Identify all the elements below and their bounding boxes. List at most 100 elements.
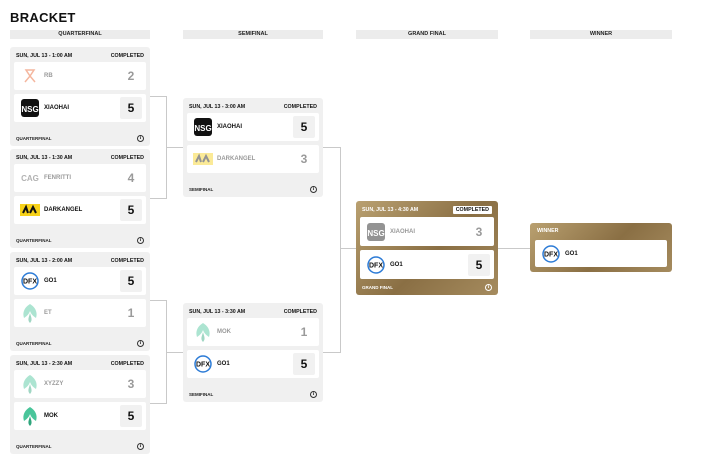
navi-logo-icon bbox=[19, 199, 41, 221]
match-date: SUN, JUL 13 - 2:00 AM bbox=[16, 257, 73, 264]
team-name: GO1 bbox=[390, 261, 403, 268]
round-header-winner: WINNER bbox=[530, 30, 672, 39]
team-name: FENRITTI bbox=[44, 175, 71, 181]
team-name: GO1 bbox=[565, 250, 578, 257]
round-header-grand-final: GRAND FINAL bbox=[356, 30, 498, 39]
match-card-qf2[interactable]: SUN, JUL 13 - 1:30 AM COMPLETED FENRITTI… bbox=[10, 149, 150, 248]
team-score: 5 bbox=[293, 353, 315, 375]
connector-line bbox=[340, 147, 341, 353]
connector-line bbox=[150, 403, 166, 404]
team-row-go1[interactable]: GO1 5 bbox=[187, 350, 319, 378]
team-row-go1[interactable]: GO1 5 bbox=[360, 250, 494, 279]
team-row-rb[interactable]: RB 2 bbox=[14, 62, 146, 90]
team-row-mok[interactable]: MOK 5 bbox=[14, 402, 146, 430]
cag-logo-icon bbox=[19, 167, 41, 189]
info-icon[interactable]: i bbox=[310, 390, 317, 398]
match-card-qf4[interactable]: SUN, JUL 13 - 2:30 AM COMPLETED XYZZY 3 … bbox=[10, 355, 150, 454]
team-row-xyzzy[interactable]: XYZZY 3 bbox=[14, 370, 146, 398]
nsg-logo-icon bbox=[192, 116, 214, 138]
dfx-logo-icon bbox=[19, 270, 41, 292]
connector-line bbox=[340, 248, 356, 249]
match-stage: QUARTERFINAL bbox=[16, 443, 52, 449]
team-row-go1[interactable]: GO1 5 bbox=[14, 267, 146, 295]
match-status: COMPLETED bbox=[110, 52, 144, 59]
info-icon[interactable]: i bbox=[310, 185, 317, 193]
team-row-winner[interactable]: GO1 bbox=[535, 240, 667, 267]
info-icon[interactable]: i bbox=[485, 283, 492, 291]
team-score: 5 bbox=[468, 253, 490, 276]
team-name: MOK bbox=[217, 329, 231, 335]
team-name: XIAOHAI bbox=[217, 124, 243, 130]
connector-line bbox=[498, 248, 530, 249]
dfx-logo-icon bbox=[365, 254, 387, 276]
team-row-darkangel[interactable]: DARKANGEL 3 bbox=[187, 145, 319, 173]
match-date: SUN, JUL 13 - 3:00 AM bbox=[189, 103, 246, 110]
team-row-xiaohai[interactable]: XIAOHAI 3 bbox=[360, 217, 494, 246]
team-name: XIAOHAI bbox=[44, 105, 70, 111]
team-score: 5 bbox=[120, 199, 142, 221]
info-icon[interactable]: i bbox=[137, 339, 144, 347]
connector-line bbox=[150, 300, 166, 301]
team-name: ET bbox=[44, 310, 52, 316]
match-card-sf2[interactable]: SUN, JUL 13 - 3:30 AM COMPLETED MOK 1 GO… bbox=[183, 303, 323, 402]
match-stage: QUARTERFINAL bbox=[16, 340, 52, 346]
match-status: COMPLETED bbox=[110, 257, 144, 264]
match-status: COMPLETED bbox=[452, 205, 492, 214]
dfx-logo-icon bbox=[540, 243, 562, 265]
winner-card[interactable]: WINNER GO1 bbox=[530, 223, 672, 272]
match-date: SUN, JUL 13 - 4:30 AM bbox=[362, 206, 419, 213]
match-date: SUN, JUL 13 - 1:00 AM bbox=[16, 52, 73, 59]
match-date: SUN, JUL 13 - 3:30 AM bbox=[189, 308, 246, 315]
connector-line bbox=[323, 147, 340, 148]
round-header-semifinal: SEMIFINAL bbox=[183, 30, 323, 39]
connector-line bbox=[166, 147, 183, 148]
match-stage: SEMIFINAL bbox=[189, 186, 214, 192]
info-icon[interactable]: i bbox=[137, 442, 144, 450]
team-score: 5 bbox=[120, 405, 142, 427]
match-status: COMPLETED bbox=[283, 308, 317, 315]
info-icon[interactable]: i bbox=[137, 134, 144, 142]
team-row-fenritti[interactable]: FENRITTI 4 bbox=[14, 164, 146, 192]
connector-line bbox=[150, 198, 166, 199]
team-score: 1 bbox=[127, 306, 135, 320]
match-status: COMPLETED bbox=[110, 154, 144, 161]
team-score: 4 bbox=[127, 171, 135, 185]
match-stage: SEMIFINAL bbox=[189, 391, 214, 397]
connector-line bbox=[166, 352, 183, 353]
nsg-logo-icon bbox=[19, 97, 41, 119]
match-date: SUN, JUL 13 - 1:30 AM bbox=[16, 154, 73, 161]
connector-line bbox=[150, 96, 166, 97]
info-icon[interactable]: i bbox=[137, 236, 144, 244]
team-row-mok[interactable]: MOK 1 bbox=[187, 318, 319, 346]
match-card-qf3[interactable]: SUN, JUL 13 - 2:00 AM COMPLETED GO1 5 ET… bbox=[10, 252, 150, 351]
team-score: 5 bbox=[120, 270, 142, 292]
match-stage: GRAND FINAL bbox=[362, 284, 393, 290]
team-row-darkangel[interactable]: DARKANGEL 5 bbox=[14, 196, 146, 224]
connector-line bbox=[323, 352, 340, 353]
team-score: 5 bbox=[293, 116, 315, 138]
team-name: DARKANGEL bbox=[217, 156, 256, 162]
navi-logo-icon bbox=[192, 148, 214, 170]
match-stage: QUARTERFINAL bbox=[16, 237, 52, 243]
team-row-xiaohai[interactable]: XIAOHAI 5 bbox=[14, 94, 146, 122]
match-status: COMPLETED bbox=[283, 103, 317, 110]
team-row-et[interactable]: ET 1 bbox=[14, 299, 146, 327]
team-row-xiaohai[interactable]: XIAOHAI 5 bbox=[187, 113, 319, 141]
team-score: 2 bbox=[127, 69, 135, 83]
round-header-quarterfinal: QUARTERFINAL bbox=[10, 30, 150, 39]
match-date: SUN, JUL 13 - 2:30 AM bbox=[16, 360, 73, 367]
winner-label: WINNER bbox=[537, 228, 559, 234]
match-card-grand-final[interactable]: SUN, JUL 13 - 4:30 AM COMPLETED XIAOHAI … bbox=[356, 201, 498, 295]
match-card-qf1[interactable]: SUN, JUL 13 - 1:00 AM COMPLETED RB 2 XIA… bbox=[10, 47, 150, 146]
team-score: 1 bbox=[300, 325, 308, 339]
team-score: 5 bbox=[120, 97, 142, 119]
team-score: 3 bbox=[127, 377, 135, 391]
match-card-sf1[interactable]: SUN, JUL 13 - 3:00 AM COMPLETED XIAOHAI … bbox=[183, 98, 323, 197]
team-name: XYZZY bbox=[44, 381, 64, 387]
falcons-logo-icon bbox=[19, 373, 41, 395]
team-name: RB bbox=[44, 73, 53, 79]
team-name: XIAOHAI bbox=[390, 228, 416, 235]
dfx-logo-icon bbox=[192, 353, 214, 375]
match-status: COMPLETED bbox=[110, 360, 144, 367]
team-name: MOK bbox=[44, 413, 58, 419]
